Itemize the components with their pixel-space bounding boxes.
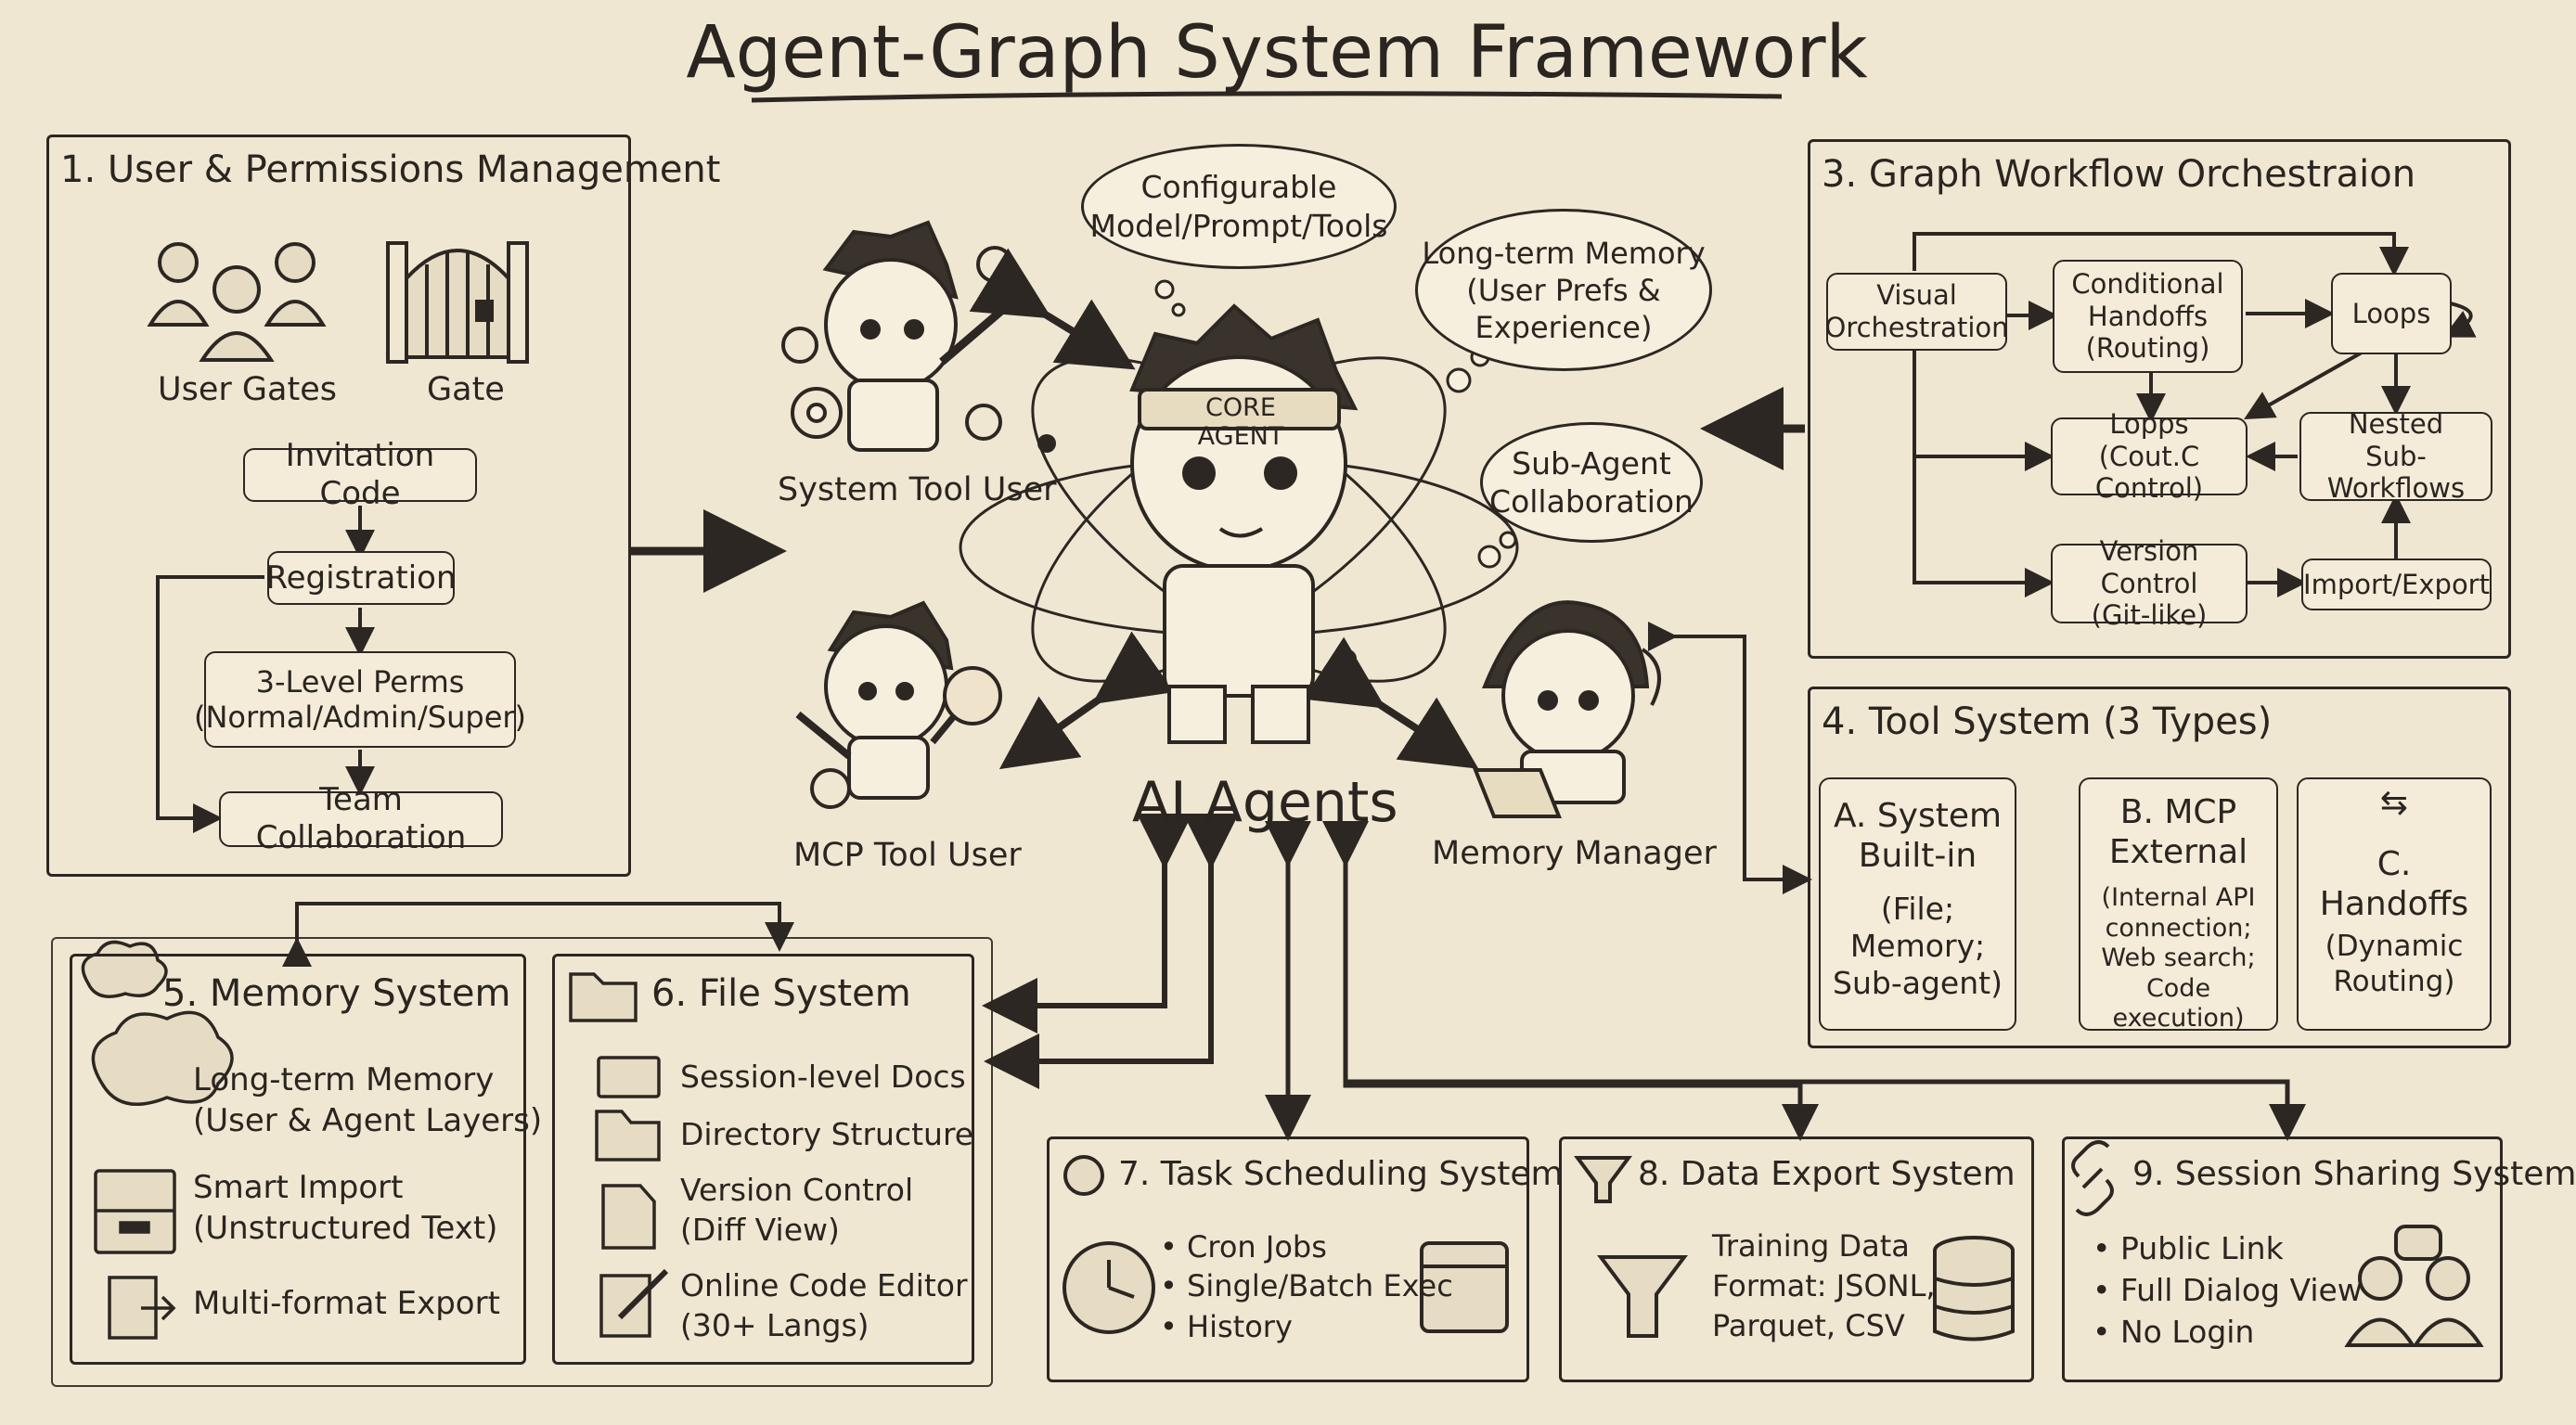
system-tool-user-figure — [781, 220, 1013, 452]
memory-item-2: Smart Import (Unstructured Text) — [193, 1169, 498, 1248]
document-icon-2 — [601, 1184, 656, 1250]
section-7-title: 7. Task Scheduling System — [1118, 1155, 1564, 1193]
team-collaboration-node: Team Collaboration — [219, 781, 503, 856]
section-memory-system — [70, 954, 526, 1365]
invitation-code-node: Invitation Code — [243, 437, 477, 512]
file-item-2: Directory Structure — [680, 1116, 974, 1152]
nested-subworkflows-node: Nested Sub-Workflows — [2299, 408, 2492, 504]
chat-people-icon — [2394, 1225, 2442, 1261]
file-item-1: Session-level Docs — [680, 1059, 966, 1095]
section-3-title: 3. Graph Workflow Orchestraion — [1822, 153, 2416, 196]
funnel-icon — [1597, 1255, 1688, 1338]
section-9-title: 9. Session Sharing System — [2132, 1155, 2576, 1193]
file-item-4: Online Code Editor (30+ Langs) — [680, 1267, 968, 1343]
section-user-permissions — [46, 135, 631, 877]
core-agent-figure — [1129, 303, 1359, 744]
memory-item-3: Multi-format Export — [193, 1285, 500, 1322]
perms-node: 3-Level Perms (Normal/Admin/Super) — [194, 651, 526, 748]
tool-type-b-card: B. MCP External (Internal API connection… — [2079, 777, 2278, 1033]
folder-icon — [595, 1110, 661, 1162]
gate-icon-art — [386, 241, 529, 364]
section-8-title: 8. Data Export System — [1638, 1155, 2016, 1193]
section-5-title: 5. Memory System — [162, 972, 511, 1015]
page-title: Agent-Graph System Framework — [686, 11, 1868, 95]
task-item-1: • Cron Jobs — [1160, 1229, 1327, 1265]
document-icon — [597, 1056, 661, 1098]
session-item-2: • Full Dialog View — [2093, 1272, 2363, 1308]
section-graph-workflow — [1808, 139, 2511, 659]
lopps-node: Lopps (Cout.C Control) — [2051, 408, 2248, 504]
config-bubble: Configurable Model/Prompt/Tools — [1081, 144, 1397, 269]
tool-a-desc: (File; Memory; Sub-agent) — [1833, 891, 2003, 1001]
system-tool-user-label: System Tool User — [778, 471, 1057, 508]
stopwatch-icon — [1063, 1155, 1104, 1196]
memory-manager-label: Memory Manager — [1432, 835, 1717, 872]
funnel-icon-small — [1574, 1156, 1632, 1203]
section-4-title: 4. Tool System (3 Types) — [1822, 700, 2273, 743]
memory-bubble: Long-term Memory (User Prefs & Experienc… — [1415, 209, 1712, 371]
ai-agents-label: AI Agents — [1132, 770, 1398, 835]
section-session-sharing — [2062, 1136, 2503, 1382]
mcp-tool-user-figure — [795, 600, 1002, 809]
brain-icon — [91, 1010, 234, 1106]
conditional-handoffs-node: Conditional Handoffs (Routing) — [2053, 260, 2243, 373]
link-icon — [2071, 1140, 2114, 1216]
session-item-3: • No Login — [2093, 1314, 2255, 1350]
section-5-6-frame — [51, 937, 993, 1387]
users-icon-art — [147, 242, 327, 362]
tool-type-c-card: ⇆ C. Handoffs (Dynamic Routing) — [2297, 777, 2492, 1031]
import-export-node: Import/Export — [2301, 558, 2492, 610]
tool-type-a-card: A. System Built-in (File; Memory; Sub-ag… — [1819, 777, 2016, 1031]
loops-node: Loops — [2331, 273, 2452, 354]
file-item-3: Version Control (Diff View) — [680, 1172, 914, 1248]
task-item-3: • History — [1160, 1309, 1293, 1344]
tool-b-title: B. MCP External — [2108, 793, 2248, 872]
folder-icon-small — [569, 972, 638, 1022]
visual-orchestration-node: Visual Orchestration — [1825, 273, 2009, 351]
edit-icon — [599, 1274, 651, 1338]
user-gates-label: User Gates — [158, 371, 337, 408]
tool-c-desc: (Dynamic Routing) — [2325, 930, 2464, 998]
section-file-system — [552, 954, 974, 1365]
section-data-export — [1559, 1136, 2034, 1382]
registration-node: Registration — [265, 551, 457, 605]
version-control-node: Version Control (Git-like) — [2051, 535, 2248, 631]
core-agent-headband: CORE AGENT — [1197, 393, 1284, 451]
handoff-arrows-icon: ⇆ — [2379, 784, 2409, 822]
memory-item-1: Long-term Memory (User & Agent Layers) — [193, 1061, 543, 1140]
tool-b-desc: (Internal API connection; Web search; Co… — [2101, 883, 2256, 1033]
tool-c-title: C. Handoffs — [2319, 845, 2469, 924]
data-export-desc: Training Data Format: JSONL, Parquet, CS… — [1712, 1228, 1936, 1344]
export-icon — [108, 1276, 158, 1340]
subagent-bubble: Sub-Agent Collaboration — [1480, 422, 1703, 543]
session-item-1: • Public Link — [2093, 1230, 2284, 1266]
mcp-tool-user-label: MCP Tool User — [793, 837, 1022, 874]
gate-label: Gate — [427, 371, 505, 408]
task-item-2: • Single/Batch Exec — [1160, 1268, 1453, 1303]
section-task-scheduling — [1047, 1136, 1529, 1382]
section-tool-system — [1808, 687, 2511, 1048]
section-1-title: 1. User & Permissions Management — [60, 148, 721, 191]
memory-manager-figure — [1473, 600, 1661, 818]
tool-a-title: A. System Built-in — [1833, 797, 2003, 876]
section-6-title: 6. File System — [651, 972, 911, 1015]
